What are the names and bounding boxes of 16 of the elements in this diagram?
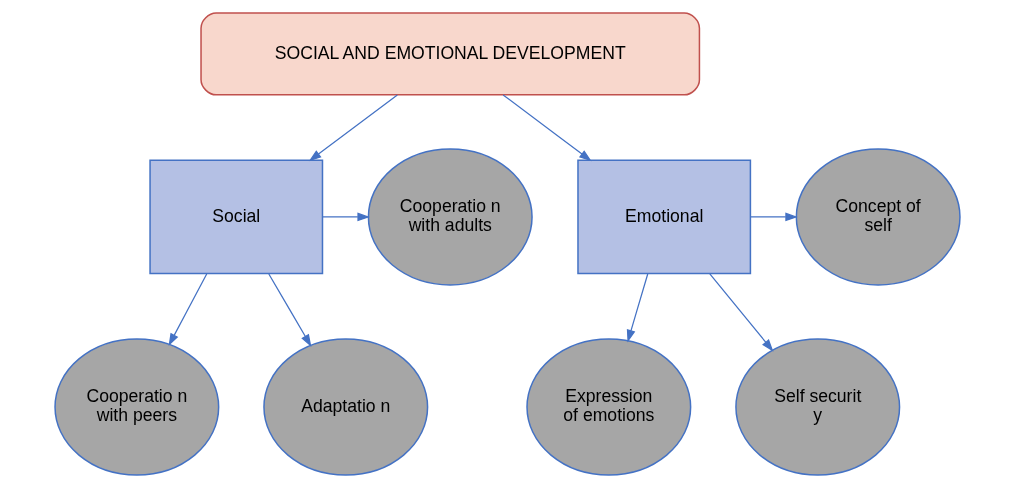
arrow — [168, 273, 207, 346]
node-box: Emotional — [576, 159, 751, 275]
arrow — [708, 273, 773, 352]
node-box: SOCIAL AND EMOTIONAL DEVELOPMENT — [199, 12, 700, 96]
node-ellipse: Cooperatio n with adults — [367, 148, 533, 286]
node-ellipse: Expression of emotions — [525, 338, 691, 476]
arrow — [308, 94, 398, 162]
arrow — [626, 273, 648, 343]
node-ellipse: Concept of self — [795, 148, 961, 286]
node-ellipse: Cooperatio n with peers — [53, 338, 219, 476]
arrow — [267, 273, 311, 347]
arrow — [749, 212, 798, 222]
node-ellipse: Adaptatio n — [262, 338, 428, 476]
arrow — [502, 94, 592, 162]
node-box: Social — [148, 159, 323, 275]
arrow — [321, 212, 370, 222]
